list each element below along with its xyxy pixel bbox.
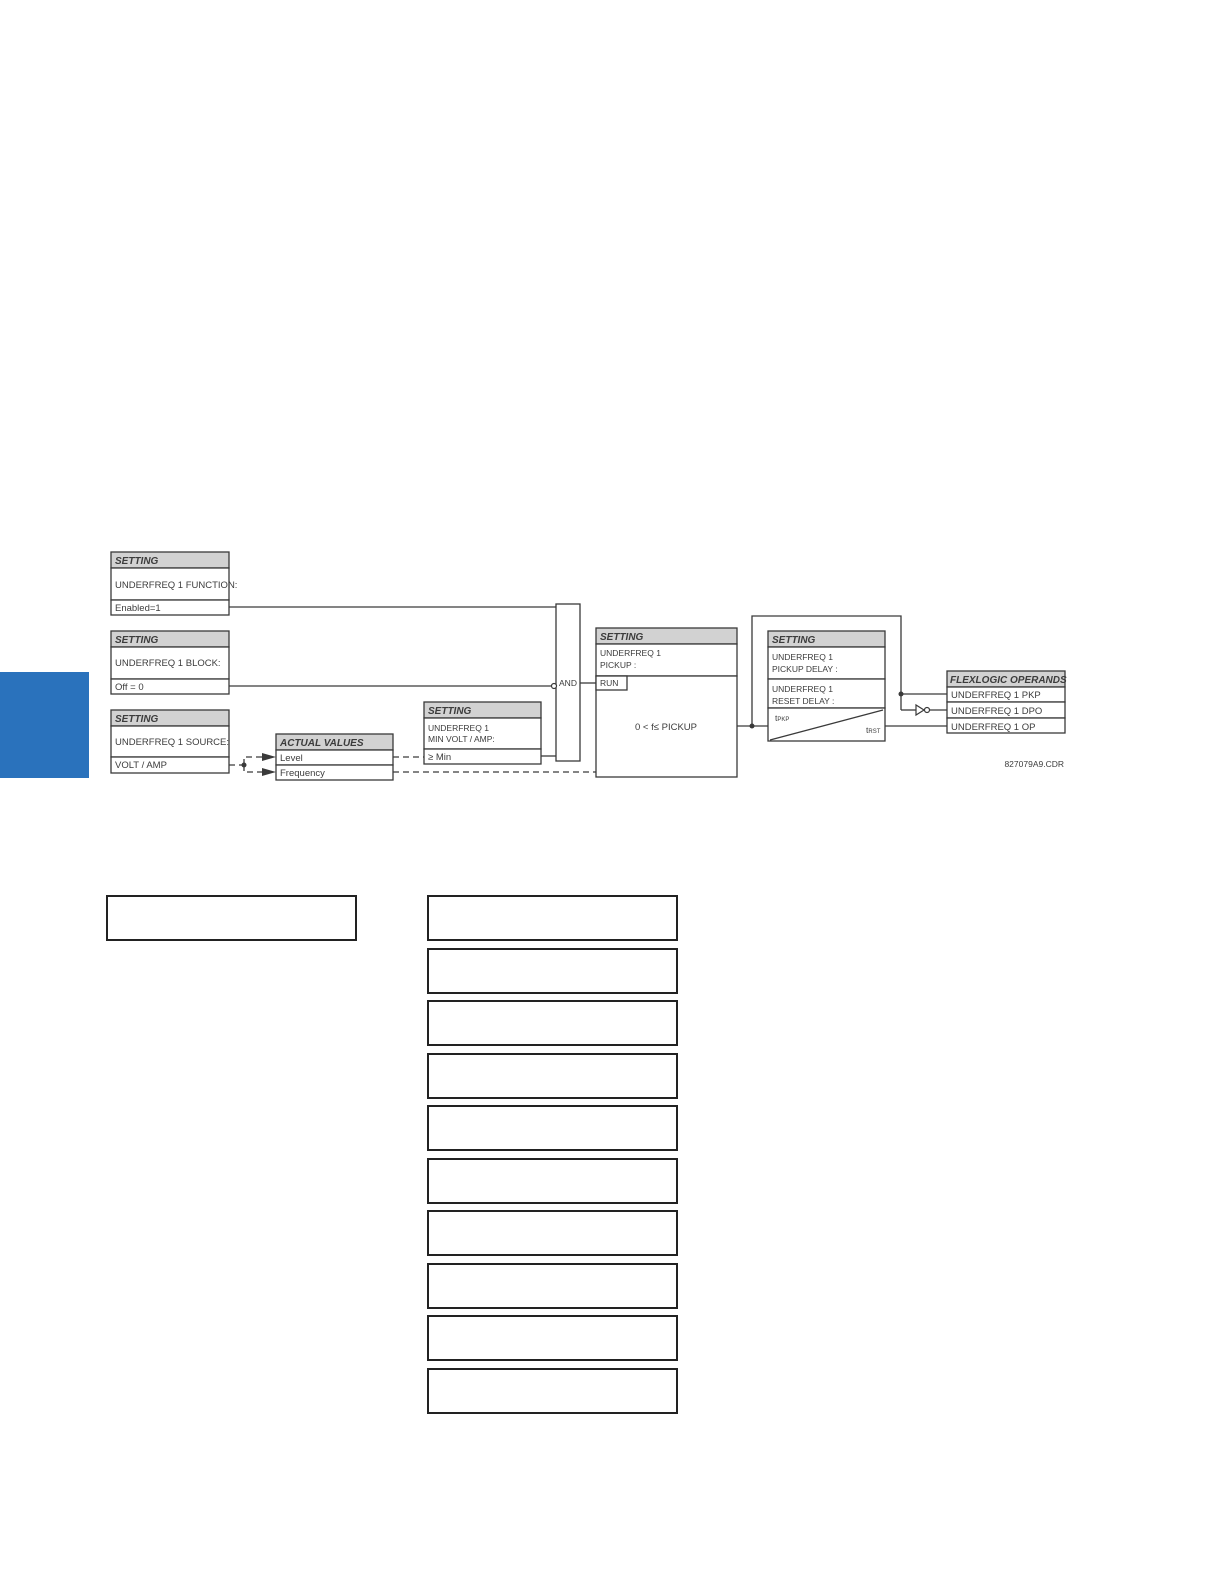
actual-values-header: ACTUAL VALUES — [279, 738, 364, 749]
pickup-delay-line2: PICKUP DELAY : — [772, 664, 838, 674]
connection-wires — [229, 606, 947, 757]
actual-level-label: Level — [280, 753, 303, 764]
timer-ramp-line — [769, 709, 884, 741]
operands-header: FLEXLOGIC OPERANDS — [950, 675, 1067, 686]
pickup-comparator-block: SETTING UNDERFREQ 1 PICKUP : RUN 0 < f≤ … — [595, 627, 738, 778]
right-empty-box-6 — [427, 1158, 678, 1204]
right-empty-box-9 — [427, 1315, 678, 1361]
right-empty-box-8 — [427, 1263, 678, 1309]
right-empty-box-3 — [427, 1000, 678, 1046]
underfrequency-logic-diagram: SETTING UNDERFREQ 1 FUNCTION: Enabled=1 … — [110, 551, 1067, 781]
source-setting-block: SETTING UNDERFREQ 1 SOURCE: VOLT / AMP — [110, 709, 230, 774]
delay-timer-block: SETTING UNDERFREQ 1 PICKUP DELAY : UNDER… — [767, 630, 886, 742]
function-setting-value: Enabled=1 — [115, 603, 161, 614]
pickup-line2: PICKUP : — [600, 660, 636, 670]
source-setting-value: VOLT / AMP — [115, 760, 167, 771]
trst-label: tRST — [866, 725, 881, 735]
min-volt-value: ≥ Min — [428, 752, 451, 763]
right-empty-box-4 — [427, 1053, 678, 1099]
pickup-run-label: RUN — [600, 678, 618, 688]
min-volt-header: SETTING — [428, 706, 472, 717]
flexlogic-operands-block: FLEXLOGIC OPERANDS UNDERFREQ 1 PKP UNDER… — [946, 670, 1067, 734]
operand-op: UNDERFREQ 1 OP — [951, 722, 1035, 733]
block-setting-header: SETTING — [115, 635, 159, 646]
right-empty-box-5 — [427, 1105, 678, 1151]
pickup-header: SETTING — [600, 632, 644, 643]
right-empty-box-1 — [427, 895, 678, 941]
min-volt-line1: UNDERFREQ 1 — [428, 723, 489, 733]
tpkp-label: tPKP — [775, 713, 789, 723]
right-empty-box-7 — [427, 1210, 678, 1256]
right-empty-box-2 — [427, 948, 678, 994]
figure-id: 827079A9.CDR — [1004, 759, 1064, 769]
reset-delay-line2: RESET DELAY : — [772, 696, 834, 706]
function-setting-name: UNDERFREQ 1 FUNCTION: — [115, 580, 237, 591]
and-gate-label: AND — [559, 678, 577, 688]
function-setting-header: SETTING — [115, 556, 159, 567]
pickup-delay-line1: UNDERFREQ 1 — [772, 652, 833, 662]
operand-dpo: UNDERFREQ 1 DPO — [951, 706, 1042, 717]
right-empty-box-10 — [427, 1368, 678, 1414]
pickup-condition: 0 < f≤ PICKUP — [635, 722, 697, 733]
and-gate: AND — [550, 603, 581, 762]
source-setting-name: UNDERFREQ 1 SOURCE: — [115, 737, 229, 748]
min-volt-setting-block: SETTING UNDERFREQ 1 MIN VOLT / AMP: ≥ Mi… — [423, 701, 542, 765]
reset-delay-line1: UNDERFREQ 1 — [772, 684, 833, 694]
pickup-line1: UNDERFREQ 1 — [600, 648, 661, 658]
actual-frequency-label: Frequency — [280, 768, 325, 779]
function-setting-block: SETTING UNDERFREQ 1 FUNCTION: Enabled=1 — [110, 551, 237, 616]
block-setting-name: UNDERFREQ 1 BLOCK: — [115, 658, 221, 669]
delay-header: SETTING — [772, 635, 816, 646]
block-setting-block: SETTING UNDERFREQ 1 BLOCK: Off = 0 — [110, 630, 230, 695]
and-gate-inversion-bubble — [550, 682, 558, 690]
not-gate — [915, 703, 931, 717]
min-volt-line2: MIN VOLT / AMP: — [428, 734, 495, 744]
source-setting-header: SETTING — [115, 714, 159, 725]
block-setting-value: Off = 0 — [115, 682, 144, 693]
left-empty-box — [106, 895, 357, 941]
dashed-signal-lines — [229, 753, 596, 776]
operand-pkp: UNDERFREQ 1 PKP — [951, 690, 1041, 701]
actual-values-block: ACTUAL VALUES Level Frequency — [275, 733, 394, 781]
chapter-side-tab — [0, 672, 89, 778]
